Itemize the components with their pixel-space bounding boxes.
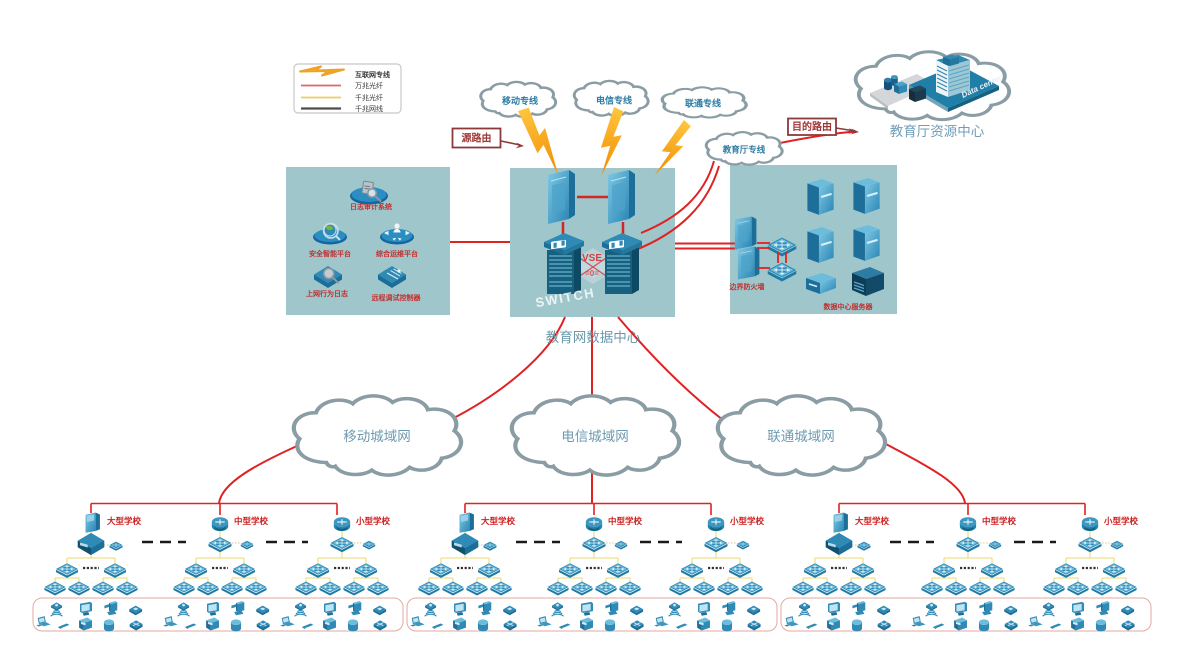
svg-text:上网行为日志: 上网行为日志 bbox=[306, 289, 348, 298]
svg-text:=0=: =0= bbox=[585, 269, 599, 278]
svg-text:边界防火墙: 边界防火墙 bbox=[729, 282, 765, 291]
svg-text:万兆光纤: 万兆光纤 bbox=[355, 81, 383, 90]
svg-text:联通专线: 联通专线 bbox=[685, 98, 721, 109]
svg-text:千兆网线: 千兆网线 bbox=[355, 104, 383, 113]
svg-text:移动城域网: 移动城域网 bbox=[343, 429, 411, 444]
svg-text:教育网数据中心: 教育网数据中心 bbox=[546, 330, 641, 345]
svg-text:电信专线: 电信专线 bbox=[596, 95, 632, 106]
svg-text:移动专线: 移动专线 bbox=[502, 95, 538, 106]
svg-text:教育厅专线: 教育厅专线 bbox=[722, 145, 766, 155]
svg-text:源路由: 源路由 bbox=[462, 132, 492, 145]
svg-text:目的路由: 目的路由 bbox=[792, 120, 832, 133]
svg-text:数据中心服务器: 数据中心服务器 bbox=[824, 302, 874, 311]
svg-text:VSE: VSE bbox=[582, 253, 602, 264]
svg-text:安全智能平台: 安全智能平台 bbox=[309, 249, 351, 258]
svg-text:电信城域网: 电信城域网 bbox=[561, 429, 629, 444]
svg-text:远程调试控制器: 远程调试控制器 bbox=[372, 293, 422, 302]
svg-text:综合运维平台: 综合运维平台 bbox=[376, 249, 418, 258]
svg-text:互联网专线: 互联网专线 bbox=[355, 70, 390, 79]
svg-text:日志审计系统: 日志审计系统 bbox=[350, 202, 392, 211]
svg-text:千兆光纤: 千兆光纤 bbox=[355, 93, 383, 102]
svg-text:教育厅资源中心: 教育厅资源中心 bbox=[890, 124, 985, 139]
svg-text:联通城域网: 联通城域网 bbox=[767, 429, 835, 444]
